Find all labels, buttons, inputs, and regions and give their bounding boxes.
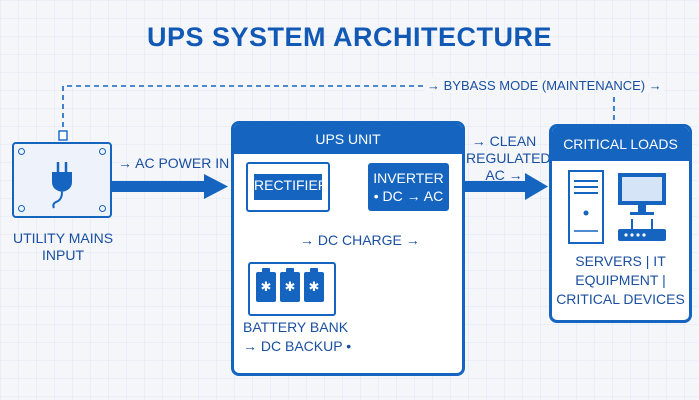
screw-icon bbox=[99, 205, 106, 212]
clean-ac-arrow bbox=[461, 173, 548, 200]
critical-devices-illustration bbox=[568, 170, 666, 244]
critical-loads-box: CRITICAL LOADS bbox=[549, 124, 692, 323]
screw-icon bbox=[18, 148, 25, 155]
battery-cell-icon: ✱ bbox=[256, 268, 276, 302]
bypass-dashed-line bbox=[62, 85, 615, 136]
rectifier-label: RECTIFIER bbox=[254, 174, 328, 200]
power-plug-icon bbox=[52, 162, 72, 209]
battery-cell-icon: ✱ bbox=[304, 268, 324, 302]
battery-bank-title: BATTERY BANK bbox=[243, 319, 349, 335]
rectifier-block: RECTIFIER bbox=[246, 162, 330, 212]
inverter-subtitle: • DC → AC bbox=[373, 188, 444, 204]
utility-mains-box bbox=[12, 142, 112, 218]
inverter-block: INVERTER • DC → AC bbox=[368, 163, 449, 211]
ac-power-in-label: → AC POWER IN → bbox=[118, 155, 248, 171]
utility-mains-label: UTILITY MAINS INPUT bbox=[12, 230, 114, 263]
page-title: UPS SYSTEM ARCHITECTURE bbox=[146, 22, 553, 52]
clean-regulated-ac-label: → CLEAN REGULATED AC → bbox=[466, 133, 551, 183]
inverter-title: INVERTER bbox=[373, 170, 444, 186]
bypass-connector bbox=[58, 130, 68, 141]
screw-icon bbox=[99, 148, 106, 155]
router-icon bbox=[618, 219, 666, 241]
bypass-mode-label: → BYBASS MODE (MAINTENANCE) → bbox=[425, 78, 664, 93]
battery-bank-icon: ✱ ✱ ✱ bbox=[248, 262, 336, 316]
battery-bank-label: BATTERY BANK → DC BACKUP • bbox=[243, 318, 433, 356]
ups-unit-title: UPS UNIT bbox=[234, 124, 462, 154]
server-tower-icon bbox=[568, 170, 604, 244]
critical-loads-title: CRITICAL LOADS bbox=[552, 127, 689, 161]
ac-power-arrow bbox=[110, 174, 228, 199]
critical-loads-description: SERVERS | IT EQUIPMENT | CRITICAL DEVICE… bbox=[556, 253, 685, 307]
battery-cell-icon: ✱ bbox=[280, 268, 300, 302]
battery-bank-subtitle: → DC BACKUP • bbox=[243, 338, 352, 354]
monitor-icon bbox=[618, 173, 666, 215]
screw-icon bbox=[18, 205, 25, 212]
dc-charge-label: → DC CHARGE → bbox=[300, 232, 420, 248]
